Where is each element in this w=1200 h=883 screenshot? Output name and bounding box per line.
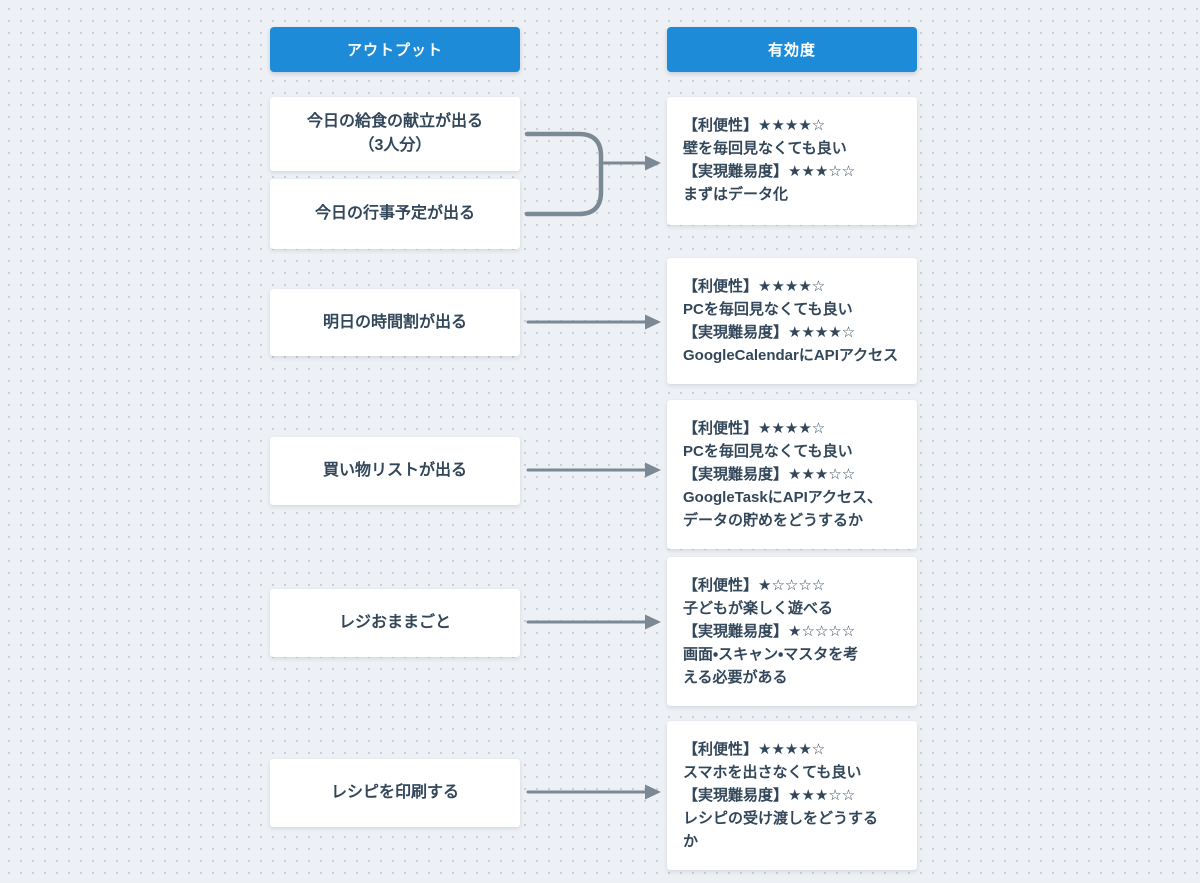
output-node-label: レシピを印刷する (330, 784, 459, 801)
output-node-events-today[interactable]: 今日の行事予定が出る (270, 179, 520, 249)
column-header-effectiveness[interactable]: 有効度 (667, 27, 917, 72)
column-header-outputs-label: アウトプット (346, 42, 443, 59)
effectiveness-node-text: 【利便性】★★★★☆ スマホを出さなくても良い 【実現難易度】★★★☆☆ レシピ… (683, 741, 879, 850)
output-node-label: 明日の時間割が出る (322, 313, 467, 331)
output-node-label: 今日の行事予定が出る (314, 205, 475, 222)
connector-o3-e2[interactable] (526, 314, 661, 330)
output-node-label: 今日の給食の献立が出る （3人分） (306, 113, 483, 154)
output-node-register-playhouse[interactable]: レジおままごと (270, 589, 520, 657)
effectiveness-node-3[interactable]: 【利便性】★★★★☆ PCを毎回見なくても良い 【実現難易度】★★★☆☆ Goo… (667, 400, 917, 549)
effectiveness-node-2[interactable]: 【利便性】★★★★☆ PCを毎回見なくても良い 【実現難易度】★★★★☆ Goo… (667, 258, 917, 384)
column-header-outputs[interactable]: アウトプット (270, 27, 520, 72)
effectiveness-node-text: 【利便性】★★★★☆ 壁を毎回見なくても良い 【実現難易度】★★★☆☆ まずはデ… (683, 117, 856, 203)
output-node-lunch-menu[interactable]: 今日の給食の献立が出る （3人分） (270, 97, 520, 171)
effectiveness-node-text: 【利便性】★★★★☆ PCを毎回見なくても良い 【実現難易度】★★★☆☆ Goo… (683, 420, 882, 529)
effectiveness-node-5[interactable]: 【利便性】★★★★☆ スマホを出さなくても良い 【実現難易度】★★★☆☆ レシピ… (667, 721, 917, 870)
effectiveness-node-4[interactable]: 【利便性】★☆☆☆☆ 子どもが楽しく遊べる 【実現難易度】★☆☆☆☆ 画面・スキ… (667, 557, 917, 706)
output-node-shopping-list[interactable]: 買い物リストが出る (270, 437, 520, 505)
output-node-label: 買い物リストが出る (322, 462, 467, 479)
connector-merge-o1-o2-e1[interactable] (524, 131, 661, 217)
output-node-print-recipe[interactable]: レシピを印刷する (270, 759, 520, 827)
connector-o6-e5[interactable] (526, 784, 661, 800)
output-node-label: レジおままごと (338, 614, 451, 631)
connector-o4-e3[interactable] (526, 462, 661, 478)
effectiveness-node-text: 【利便性】★★★★☆ PCを毎回見なくても良い 【実現難易度】★★★★☆ Goo… (683, 278, 899, 364)
effectiveness-node-1[interactable]: 【利便性】★★★★☆ 壁を毎回見なくても良い 【実現難易度】★★★☆☆ まずはデ… (667, 97, 917, 225)
column-header-effectiveness-label: 有効度 (767, 42, 816, 59)
connector-o5-e4[interactable] (526, 614, 661, 630)
effectiveness-node-text: 【利便性】★☆☆☆☆ 子どもが楽しく遊べる 【実現難易度】★☆☆☆☆ 画面・スキ… (683, 577, 859, 686)
output-node-timetable-tomorrow[interactable]: 明日の時間割が出る (270, 289, 520, 356)
